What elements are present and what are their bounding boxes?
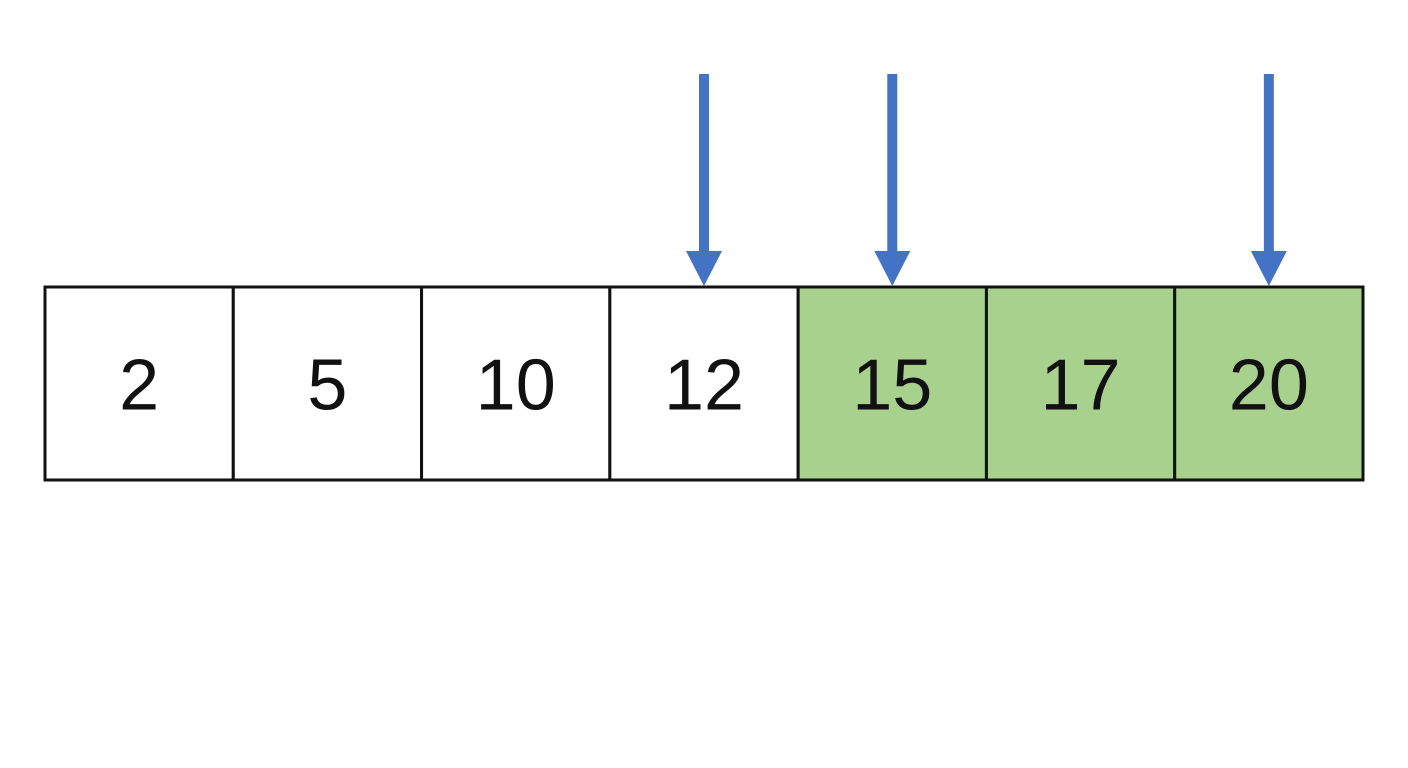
array-cell-value: 17 [1041,346,1121,426]
array-cell: 15 [796,285,988,482]
arrow-head [1250,251,1287,286]
array-cell-box [420,285,612,482]
array-cell-highlighted-box [1173,285,1365,482]
array-cells: 2 5 10 12 15 17 20 [43,285,1365,482]
array-cell-box [43,285,235,482]
array-cell-value: 2 [119,346,159,426]
array-cell-value: 10 [476,346,556,426]
array-cell-box [231,285,424,482]
array-cell: 20 [1173,285,1365,482]
array-cell: 17 [984,285,1177,482]
down-arrow-icon [686,74,722,286]
array-cell: 10 [420,285,612,482]
array-cell-highlighted-box [984,285,1177,482]
array-cell-value: 15 [852,346,932,426]
arrow-head [874,251,911,286]
array-cell: 2 [43,285,235,482]
pointer-arrows [686,74,1287,286]
down-arrow-icon [1250,74,1287,286]
arrow-shaft [1263,74,1274,253]
array-cell-value: 5 [307,346,347,426]
arrow-shaft [887,74,898,253]
array-cell: 5 [231,285,424,482]
array-cell-value: 20 [1229,346,1309,426]
array-cell-value: 12 [664,346,744,426]
arrow-shaft [699,74,709,253]
array-cell-highlighted-box [796,285,988,482]
down-arrow-icon [874,74,911,286]
array-cell: 12 [608,285,800,482]
array-cell-box [608,285,800,482]
arrow-head [686,251,722,286]
